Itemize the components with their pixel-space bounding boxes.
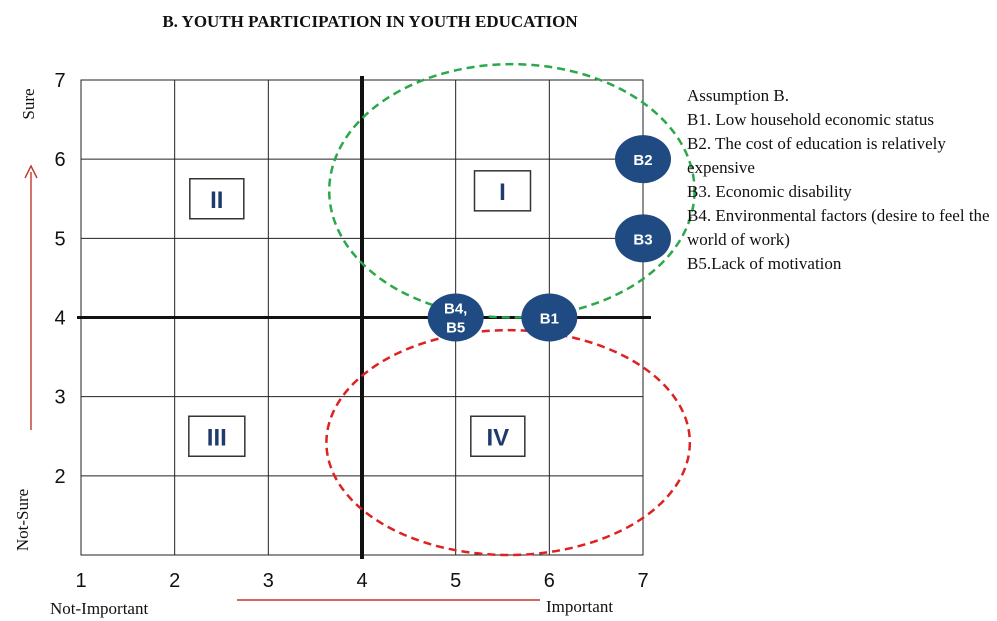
chart-title: B. YOUTH PARTICIPATION IN YOUTH EDUCATIO… xyxy=(162,12,578,31)
legend-title: Assumption B. xyxy=(687,86,790,105)
x-tick-label: 1 xyxy=(75,570,86,592)
y-tick-label: 5 xyxy=(54,228,65,250)
quadrant-label: I xyxy=(499,179,506,206)
y-tick-label: 6 xyxy=(54,149,65,171)
y-arrow-head xyxy=(24,164,38,179)
point-label: B2 xyxy=(633,152,652,169)
y-tick-label: 2 xyxy=(54,466,65,488)
y-tick-label: 7 xyxy=(54,70,65,92)
x-tick-label: 5 xyxy=(450,570,461,592)
point-label-line: B4, xyxy=(444,301,467,318)
quadrant-box xyxy=(470,415,526,457)
quadrant-box xyxy=(188,415,246,457)
x-label-left: Not-Important xyxy=(50,599,148,618)
arrows xyxy=(24,164,540,601)
y-tick-label: 4 xyxy=(54,308,65,330)
x-tick-label: 2 xyxy=(169,570,180,592)
legend-item-b5: B5.Lack of motivation xyxy=(687,254,842,273)
x-tick-label: 4 xyxy=(356,570,367,592)
green-ellipse xyxy=(327,62,696,319)
red-ellipse xyxy=(325,328,692,557)
y-tick-label: 3 xyxy=(54,387,65,409)
point-label: B1 xyxy=(540,311,559,328)
quadrant-label: II xyxy=(210,187,223,214)
point-label: B3 xyxy=(633,231,652,248)
point-label-line: B1 xyxy=(540,311,559,328)
legend-item-b1: B1. Low household economic status xyxy=(687,110,934,129)
point-label-line: B2 xyxy=(633,152,652,169)
quadrant-box xyxy=(189,178,245,220)
legend: Assumption B. B1. Low household economic… xyxy=(687,84,992,276)
point-label-line: B5 xyxy=(446,320,465,337)
quadrant-box xyxy=(473,170,532,212)
y-label-top: Sure xyxy=(19,88,38,119)
point-marker xyxy=(615,214,671,263)
legend-item-b3: B3. Economic disability xyxy=(687,182,852,201)
x-tick-label: 6 xyxy=(544,570,555,592)
point-label: B4,B5 xyxy=(444,301,467,337)
x-tick-label: 7 xyxy=(637,570,648,592)
y-label-bottom: Not-Sure xyxy=(13,489,32,551)
quadrant-label: IV xyxy=(486,424,509,451)
legend-item-b4: B4. Environmental factors (desire to fee… xyxy=(687,206,990,249)
quadrant-label: III xyxy=(207,424,227,451)
x-label-right: Important xyxy=(546,597,613,616)
point-marker xyxy=(521,293,578,342)
point-marker xyxy=(615,135,671,184)
point-label-line: B3 xyxy=(633,231,652,248)
ellipses xyxy=(325,62,696,557)
x-tick-label: 3 xyxy=(263,570,274,592)
axis-labels: Sure Not-Sure Not-Important Important xyxy=(13,88,613,618)
tick-labels: 1 2 3 4 5 6 7 2 3 4 5 6 7 xyxy=(54,70,648,592)
point-marker xyxy=(427,293,484,342)
legend-item-b2: B2. The cost of education is relatively … xyxy=(687,134,946,177)
